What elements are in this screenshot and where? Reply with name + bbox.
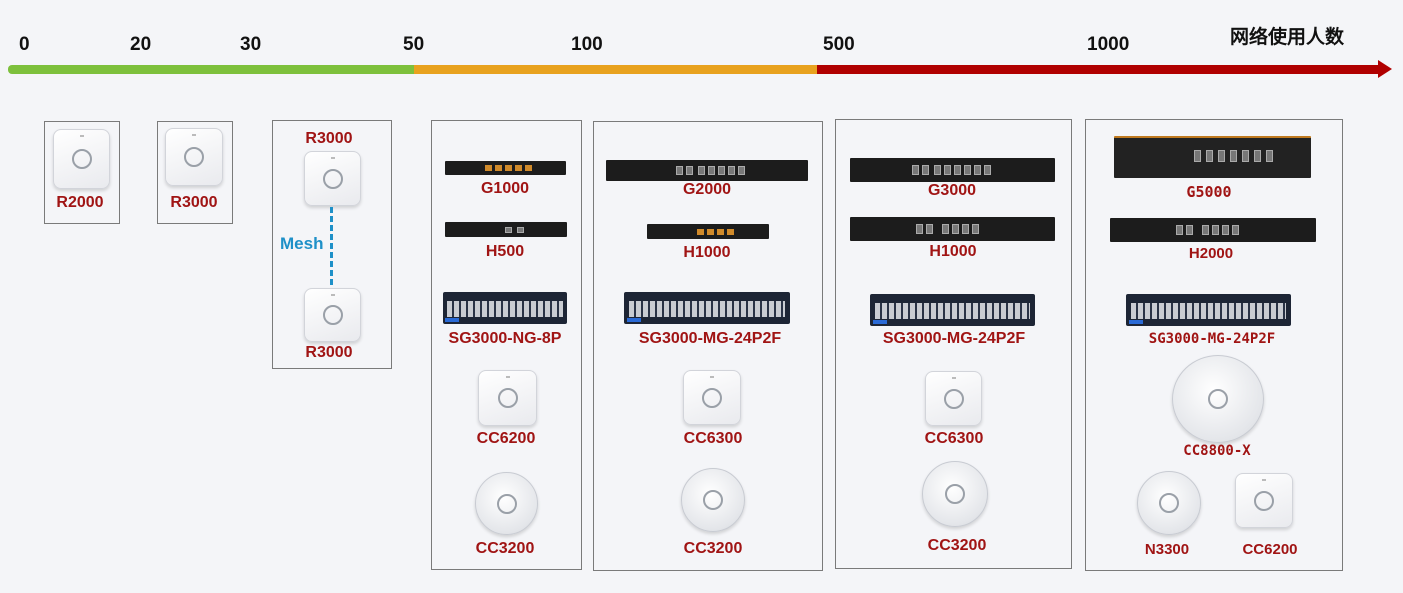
axis-tick-1000: 1000 [1087, 34, 1130, 55]
group-box-6 [835, 119, 1072, 569]
ceiling-access-point-icon [681, 468, 745, 532]
group-box-4 [431, 120, 582, 570]
device-label: H1000 [929, 243, 977, 260]
switch-icon [624, 292, 790, 324]
router-icon [445, 161, 566, 175]
switch-icon [870, 294, 1035, 326]
ceiling-access-point-icon [1172, 355, 1264, 443]
device-label: H500 [485, 243, 525, 260]
device-label: G3000 [927, 182, 977, 199]
router-icon [1114, 136, 1311, 178]
ceiling-access-point-icon [475, 472, 538, 535]
access-point-icon [925, 371, 982, 426]
access-point-icon [165, 128, 223, 186]
device-label: G2000 [682, 181, 732, 198]
device-label: H1000 [683, 244, 731, 261]
group-box-2 [157, 121, 233, 224]
device-label: R3000 [305, 130, 353, 147]
router-icon [606, 160, 808, 181]
router-icon [850, 217, 1055, 241]
access-point-icon [53, 129, 110, 189]
ceiling-access-point-icon [1137, 471, 1201, 535]
access-point-icon [304, 288, 361, 342]
device-label: N3300 [1144, 541, 1190, 558]
axis-tick-30: 30 [240, 34, 262, 55]
access-point-icon [304, 151, 361, 206]
switch-icon [443, 292, 567, 324]
mesh-link-line [330, 207, 333, 285]
device-label: R3000 [170, 194, 218, 211]
access-point-icon [478, 370, 537, 426]
router-icon [445, 222, 567, 237]
router-icon [1110, 218, 1316, 242]
device-label: CC6300 [683, 430, 743, 447]
access-point-icon [683, 370, 741, 425]
group-box-3 [272, 120, 392, 369]
axis-tick-500: 500 [823, 34, 855, 55]
axis-segment-red [817, 65, 1380, 74]
group-box-1 [44, 121, 120, 224]
device-label: H2000 [1188, 245, 1234, 262]
device-label: SG3000-MG-24P2F [882, 330, 1026, 347]
device-label: SG3000-MG-24P2F [1148, 331, 1276, 347]
mesh-label: Mesh [280, 234, 324, 253]
device-label: CC3200 [927, 537, 987, 554]
device-label: R2000 [56, 194, 104, 211]
axis-title: 网络使用人数 [1230, 26, 1345, 48]
device-label: CC3200 [683, 540, 743, 557]
axis-tick-100: 100 [571, 34, 603, 55]
access-point-icon [1235, 473, 1293, 528]
ceiling-access-point-icon [922, 461, 988, 527]
router-icon [647, 224, 769, 239]
router-icon [850, 158, 1055, 182]
device-label: SG3000-NG-8P [448, 330, 562, 347]
axis-segment-green [8, 65, 414, 74]
device-label: CC8800-X [1183, 443, 1251, 459]
device-label: CC6200 [1242, 541, 1298, 558]
axis-arrow-icon [1378, 60, 1392, 78]
device-label: G1000 [480, 180, 530, 197]
axis-segment-orange [414, 65, 817, 74]
group-box-7 [1085, 119, 1343, 571]
group-box-5 [593, 121, 823, 571]
axis-tick-0: 0 [19, 34, 30, 55]
switch-icon [1126, 294, 1291, 326]
axis-tick-20: 20 [130, 34, 152, 55]
device-label: CC6200 [476, 430, 536, 447]
device-label: CC3200 [475, 540, 535, 557]
device-label: SG3000-MG-24P2F [638, 330, 782, 347]
device-label: G5000 [1186, 183, 1232, 201]
device-label: CC6300 [924, 430, 984, 447]
axis-tick-50: 50 [403, 34, 425, 55]
device-label: R3000 [305, 344, 353, 361]
